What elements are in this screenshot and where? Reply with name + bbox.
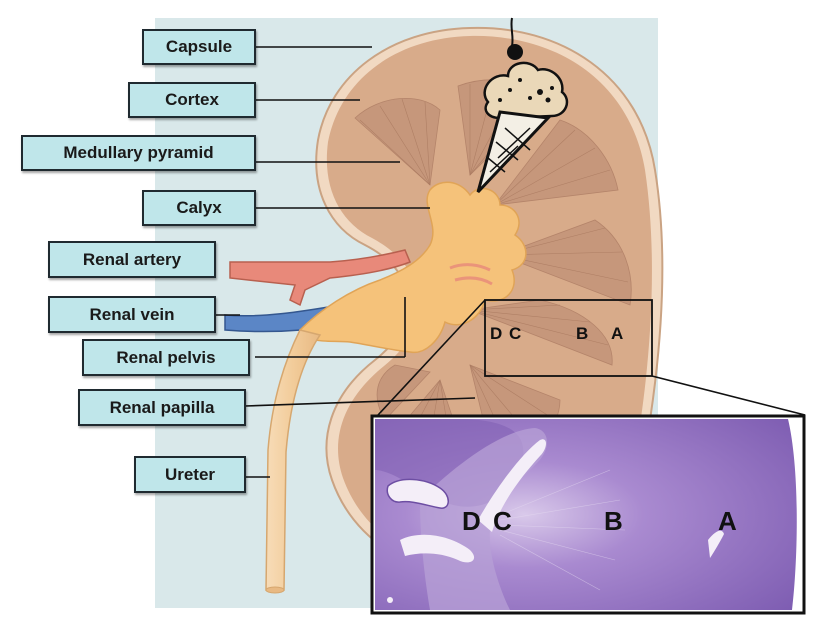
- label-medullary-pyramid-text: Medullary pyramid: [63, 143, 214, 162]
- label-renal-papilla: Renal papilla: [78, 389, 246, 426]
- label-renal-artery-text: Renal artery: [82, 249, 182, 269]
- zoom-region-box: [484, 299, 653, 377]
- sinus-vessels: [449, 263, 493, 286]
- label-capsule-text: Capsule: [165, 37, 233, 56]
- label-medullary-pyramid: Medullary pyramid: [21, 135, 256, 171]
- pointer-lines: [190, 46, 806, 478]
- zone-letter-b-small: B: [576, 324, 588, 343]
- zone-letter-d-large: D: [462, 506, 481, 536]
- ice-cream-cone-icon: [476, 17, 569, 194]
- label-calyx-text: Calyx: [176, 198, 222, 217]
- zone-letter-d-small: D: [490, 324, 502, 343]
- zone-letter-c-small: C: [509, 324, 521, 343]
- ureter-end: [265, 586, 285, 594]
- label-renal-papilla-text: Renal papilla: [109, 397, 215, 417]
- label-cortex-text: Cortex: [165, 90, 219, 109]
- zone-letter-c-large: C: [493, 506, 512, 536]
- label-calyx: Calyx: [142, 190, 256, 226]
- label-renal-artery: Renal artery: [48, 241, 216, 278]
- renal-pelvis: [299, 181, 527, 354]
- zone-letter-b-large: B: [604, 506, 623, 536]
- label-renal-pelvis: Renal pelvis: [82, 339, 250, 376]
- label-renal-vein: Renal vein: [48, 296, 216, 333]
- label-cortex: Cortex: [128, 82, 256, 118]
- renal-artery: [229, 249, 411, 307]
- label-renal-pelvis-text: Renal pelvis: [116, 347, 216, 367]
- histology-inset: [370, 414, 806, 615]
- label-capsule: Capsule: [142, 29, 256, 65]
- zone-letter-a-small: A: [611, 324, 623, 343]
- zone-letter-a-large: A: [718, 506, 737, 536]
- label-ureter-text: Ureter: [164, 464, 216, 484]
- label-ureter: Ureter: [134, 456, 246, 493]
- label-renal-vein-text: Renal vein: [89, 304, 175, 324]
